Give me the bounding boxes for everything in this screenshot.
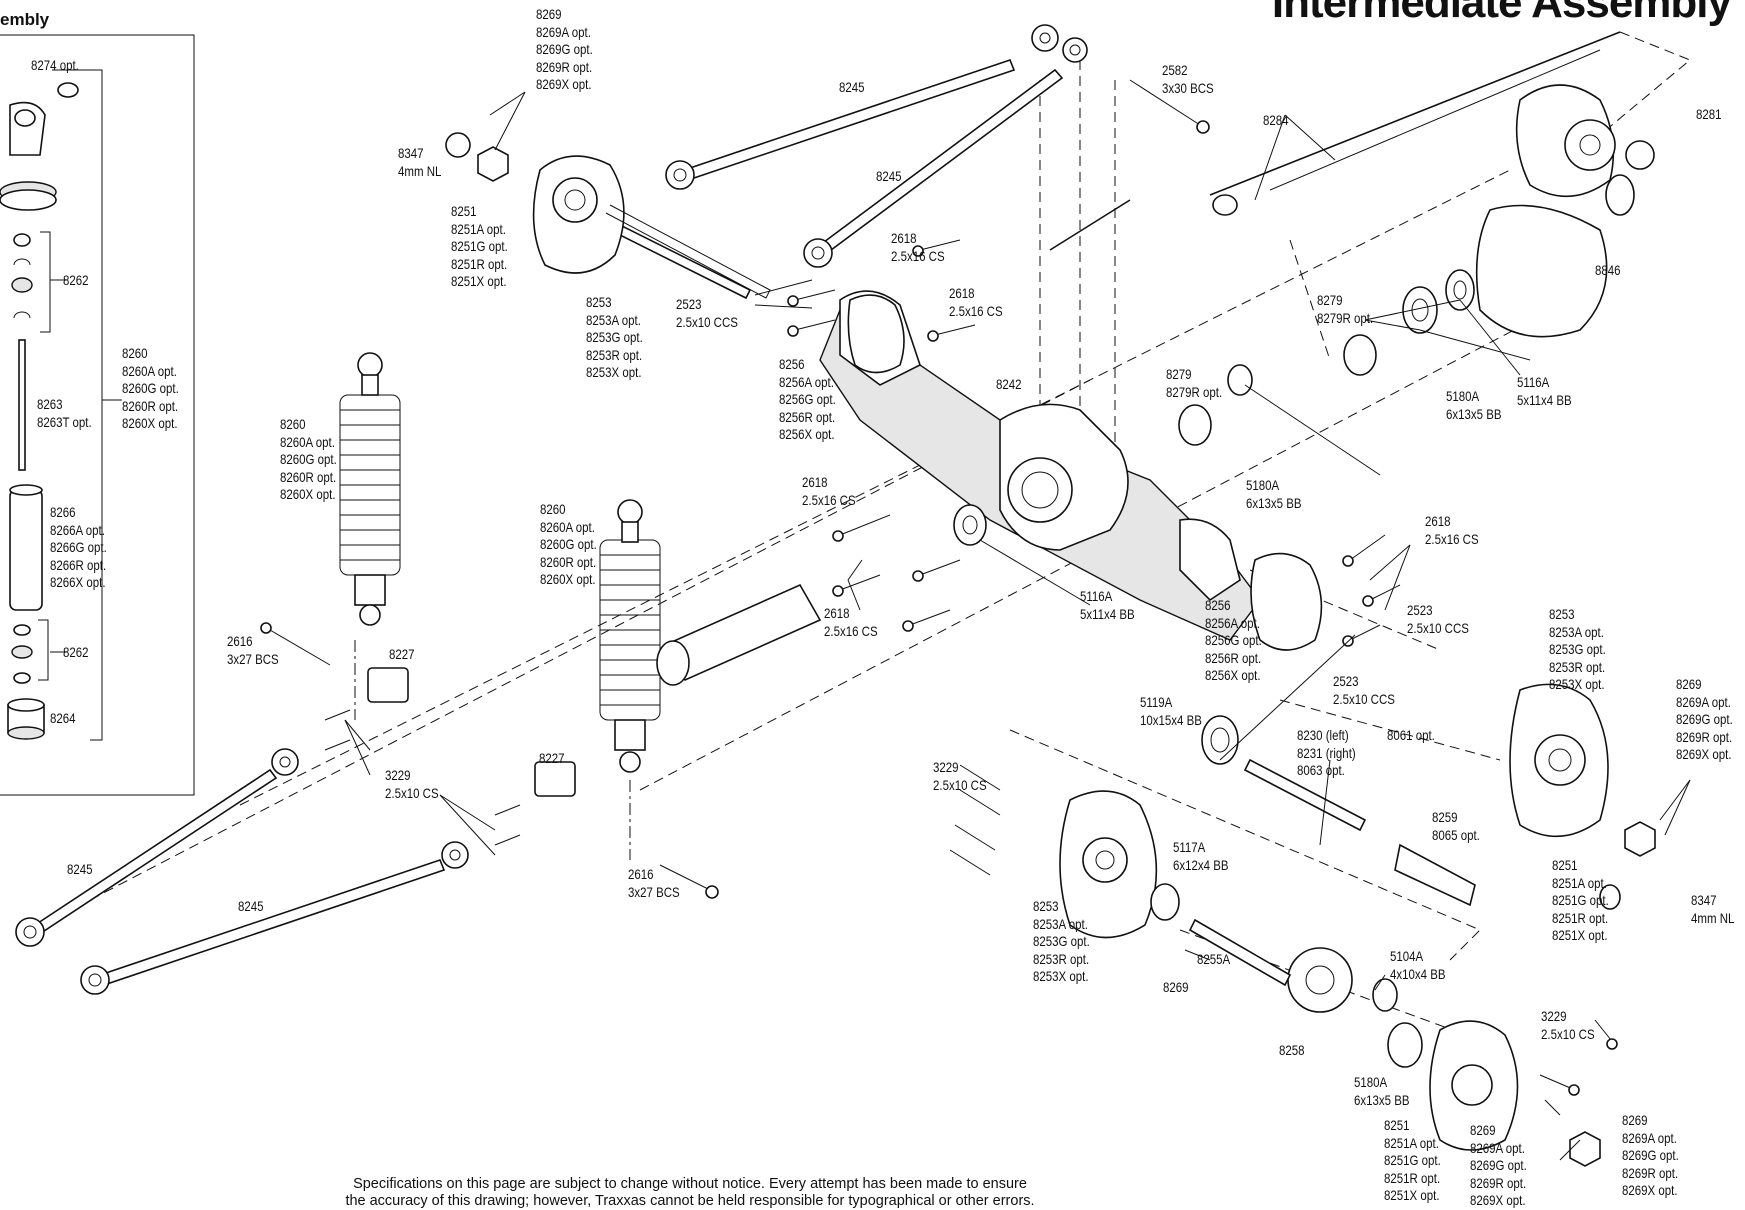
part-label: 8251 8251A opt. 8251G opt. 8251R opt. 82… xyxy=(451,203,508,289)
part-label: 8260 8260A opt. 8260G opt. 8260R opt. 82… xyxy=(280,416,337,502)
part-label: 8253 8253A opt. 8253G opt. 8253R opt. 82… xyxy=(1549,606,1606,692)
part-label: 8251 8251A opt. 8251G opt. 8251R opt. 82… xyxy=(1552,857,1609,943)
part-label: 8245 xyxy=(839,79,865,95)
part-label: 8269 xyxy=(1163,979,1189,995)
part-label: 2582 3x30 BCS xyxy=(1162,62,1214,96)
part-label: 5180A 6x13x5 BB xyxy=(1446,388,1502,422)
inset-shock-parts xyxy=(0,69,122,741)
part-label: 2523 2.5x10 CCS xyxy=(1407,602,1469,636)
disclaimer-text: Specifications on this page are subject … xyxy=(345,1176,1035,1209)
part-label: 8061 opt. xyxy=(1387,727,1435,743)
part-label: 8251 8251A opt. 8251G opt. 8251R opt. 82… xyxy=(1384,1117,1441,1203)
part-label: 5116A 5x11x4 BB xyxy=(1080,588,1135,622)
leader-lines xyxy=(344,91,1691,1161)
shock-inset-frame xyxy=(0,34,195,796)
part-label: 8258 xyxy=(1279,1042,1305,1058)
part-label: 3229 2.5x10 CS xyxy=(933,759,987,793)
part-label: 8281 xyxy=(1696,106,1722,122)
part-label: 8263 8263T opt. xyxy=(37,396,92,430)
part-label: 8269 8269A opt. 8269G opt. 8269R opt. 82… xyxy=(536,6,593,92)
part-label: 8227 xyxy=(389,646,415,662)
part-label: 8279 8279R opt. xyxy=(1317,292,1374,326)
part-label: 8230 (left) 8231 (right) 8063 opt. xyxy=(1297,727,1356,778)
driveshaft-parts xyxy=(367,132,1656,1167)
part-label: 2618 2.5x16 CS xyxy=(891,230,945,264)
part-label: 8259 8065 opt. xyxy=(1432,809,1480,843)
portal-housings xyxy=(532,155,1609,1151)
part-label: 8253 8253A opt. 8253G opt. 8253R opt. 82… xyxy=(1033,898,1090,984)
part-label: 8347 4mm NL xyxy=(1691,892,1735,926)
part-label: 2618 2.5x16 CS xyxy=(824,605,878,639)
part-label: 8245 xyxy=(67,861,93,877)
part-label: 8266 8266A opt. 8266G opt. 8266R opt. 82… xyxy=(50,504,107,590)
part-label: 8255A xyxy=(1197,951,1231,967)
part-label: 8846 xyxy=(1595,262,1621,278)
part-label: 8260 8260A opt. 8260G opt. 8260R opt. 82… xyxy=(122,345,179,431)
part-label: 8260 8260A opt. 8260G opt. 8260R opt. 82… xyxy=(540,501,597,587)
part-label: 2616 3x27 BCS xyxy=(227,633,279,667)
part-label: 2618 2.5x16 CS xyxy=(1425,513,1479,547)
inset-title: embly xyxy=(0,10,50,29)
part-label: 8256 8256A opt. 8256G opt. 8256R opt. 82… xyxy=(1205,597,1262,683)
part-label: 8269 8269A opt. 8269G opt. 8269R opt. 82… xyxy=(1622,1112,1679,1198)
part-label: 8269 8269A opt. 8269G opt. 8269R opt. 82… xyxy=(1676,676,1733,762)
part-label: 8245 xyxy=(876,168,902,184)
part-label: 5117A 6x12x4 BB xyxy=(1173,839,1229,873)
part-label: 8242 xyxy=(996,376,1022,392)
part-label: 8262 xyxy=(63,272,89,288)
part-label: 2618 2.5x16 CS xyxy=(949,285,1003,319)
part-label: 2616 3x27 BCS xyxy=(628,866,680,900)
part-label: 5119A 10x15x4 BB xyxy=(1140,694,1202,728)
part-label: 8279 8279R opt. xyxy=(1166,366,1223,400)
part-label: 8347 4mm NL xyxy=(398,145,442,179)
part-label: 8284 xyxy=(1263,112,1289,128)
part-label: 3229 2.5x10 CS xyxy=(385,767,439,801)
part-label: 8227 xyxy=(539,750,565,766)
differential-carrier xyxy=(1178,49,1655,446)
link-rods xyxy=(15,24,1621,995)
part-label: 5180A 6x13x5 BB xyxy=(1354,1074,1410,1108)
part-label: 8274 opt. xyxy=(31,57,79,73)
part-label: 8264 xyxy=(50,710,76,726)
part-label: 2523 2.5x10 CCS xyxy=(1333,673,1395,707)
part-label: 2523 2.5x10 CCS xyxy=(676,296,738,330)
part-label: 2618 2.5x16 CS xyxy=(802,474,856,508)
part-label: 8269 8269A opt. 8269G opt. 8269R opt. 82… xyxy=(1470,1122,1527,1208)
part-label: 8253 8253A opt. 8253G opt. 8253R opt. 82… xyxy=(586,294,643,380)
diagram-title: Intermediate Assembly xyxy=(1271,0,1732,27)
part-label: 8256 8256A opt. 8256G opt. 8256R opt. 82… xyxy=(779,356,836,442)
part-label: 3229 2.5x10 CS xyxy=(1541,1008,1595,1042)
part-label: 5116A 5x11x4 BB xyxy=(1517,374,1572,408)
shock-assemblies xyxy=(339,352,661,773)
part-label: 8245 xyxy=(238,898,264,914)
part-label: 5180A 6x13x5 BB xyxy=(1246,477,1302,511)
part-label: 5104A 4x10x4 BB xyxy=(1390,948,1446,982)
part-label: 8262 xyxy=(63,644,89,660)
